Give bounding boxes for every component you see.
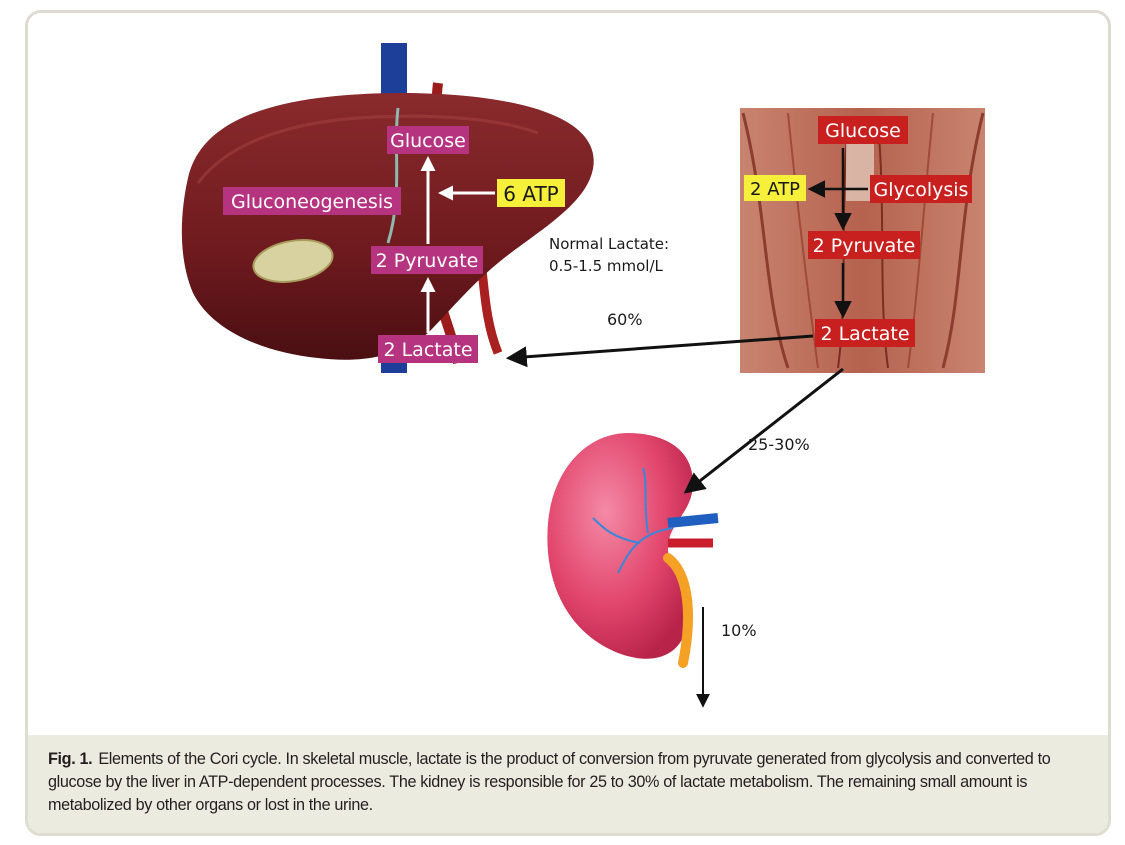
muscle-pyruvate-box bbox=[808, 231, 920, 259]
gallbladder bbox=[252, 239, 334, 283]
kidney-illustration bbox=[547, 433, 719, 668]
normal-lactate-title: Normal Lactate: bbox=[549, 235, 669, 253]
liver-illustration bbox=[181, 43, 594, 373]
muscle-to-liver-arrow bbox=[505, 334, 814, 368]
figure-caption: Fig. 1.Elements of the Cori cycle. In sk… bbox=[28, 735, 1108, 833]
muscle-pyruvate-label: 2 Pyruvate bbox=[813, 235, 916, 257]
liver-lactate-box bbox=[378, 335, 478, 363]
liver-lobe bbox=[181, 93, 594, 360]
muscle-glucose-box bbox=[818, 116, 908, 144]
caption-text: Elements of the Cori cycle. In skeletal … bbox=[48, 750, 1051, 814]
liver-gluconeogenesis-label: Gluconeogenesis bbox=[231, 191, 393, 213]
muscle-labels: Glucose 2 ATP Glycolysis 2 Pyruvate 2 La… bbox=[744, 116, 972, 347]
muscle-atp-label: 2 ATP bbox=[750, 179, 800, 200]
liver-pyruvate-label: 2 Pyruvate bbox=[376, 250, 479, 272]
muscle-to-kidney-arrow bbox=[683, 367, 844, 494]
liver-glucose-box bbox=[387, 126, 469, 154]
caption-label: Fig. 1. bbox=[48, 750, 93, 768]
muscle-glucose-label: Glucose bbox=[825, 120, 901, 142]
liver-glucose-label: Glucose bbox=[390, 130, 466, 152]
ureter bbox=[663, 553, 693, 668]
liver-percent-label: 60% bbox=[607, 310, 643, 329]
liver-atp-box bbox=[497, 179, 565, 207]
muscle-lactate-box bbox=[815, 319, 915, 347]
normal-lactate-range: 0.5-1.5 mmol/L bbox=[549, 257, 664, 275]
cori-cycle-diagram: Glucose Gluconeogenesis 6 ATP 2 Pyruvate… bbox=[28, 13, 1108, 735]
muscle-glycolysis-label: Glycolysis bbox=[874, 179, 969, 201]
liver-lactate-label: 2 Lactate bbox=[383, 339, 472, 361]
bile-duct bbox=[386, 107, 400, 244]
muscle-glycolysis-box bbox=[870, 175, 972, 203]
liver-labels: Glucose Gluconeogenesis 6 ATP 2 Pyruvate… bbox=[223, 126, 565, 363]
muscle-atp-box bbox=[744, 175, 806, 201]
renal-vessels bbox=[592, 467, 674, 574]
liver-highlight bbox=[196, 114, 539, 184]
liver-atp-label: 6 ATP bbox=[503, 182, 559, 206]
kidney-body bbox=[547, 433, 693, 659]
other-percent-label: 10% bbox=[721, 621, 757, 640]
kidney-percent-label: 25-30% bbox=[748, 435, 810, 454]
liver-gluconeogenesis-box bbox=[223, 187, 401, 215]
muscle-lactate-label: 2 Lactate bbox=[820, 323, 909, 345]
figure-frame: Glucose Gluconeogenesis 6 ATP 2 Pyruvate… bbox=[25, 10, 1111, 836]
liver-pyruvate-box bbox=[371, 246, 483, 274]
pelvis bbox=[846, 141, 874, 201]
renal-vein bbox=[667, 513, 719, 528]
